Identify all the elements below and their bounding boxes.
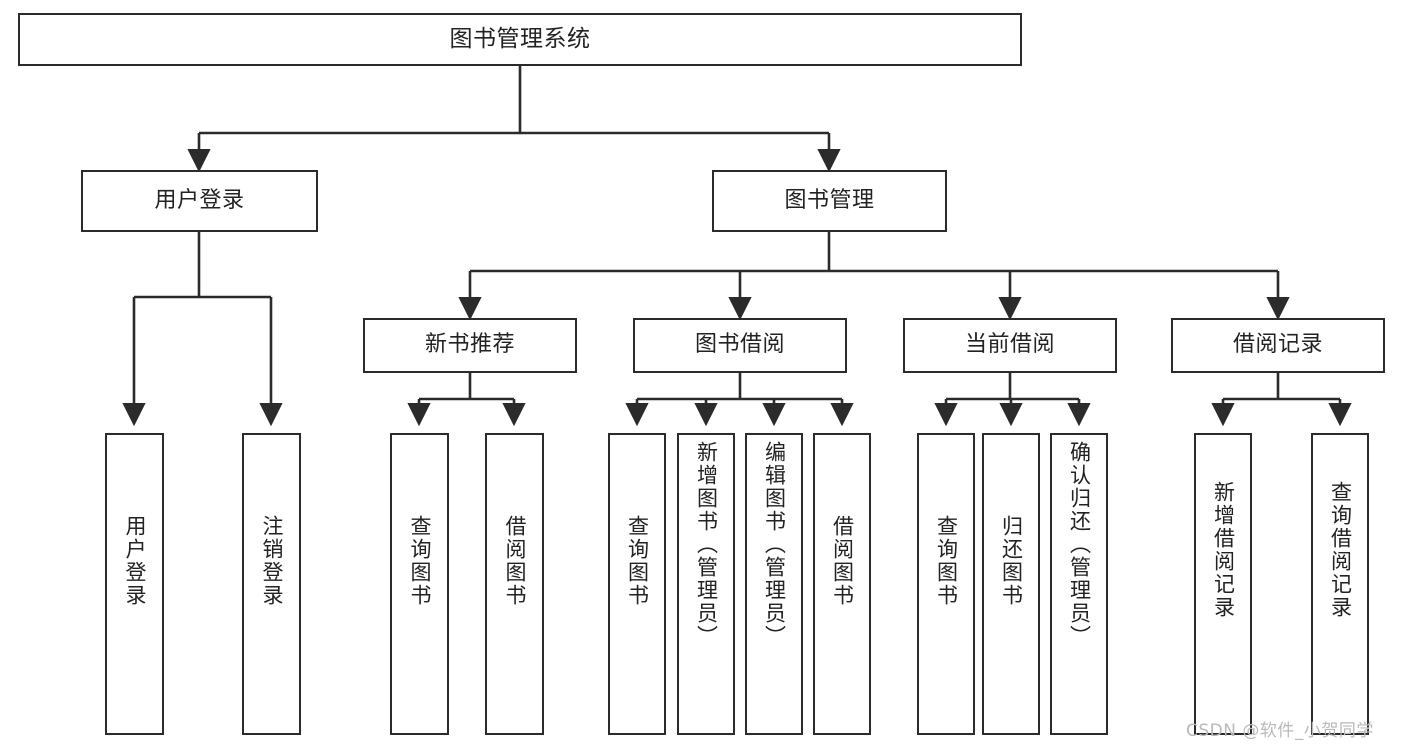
node-label: 查询借阅记录 [1328,481,1353,619]
node-label: 图书管理系统 [449,25,591,52]
node-new-book-recommend[interactable]: 新书推荐 [363,318,577,373]
node-label: 确认归还（管理员） [1067,441,1092,648]
node-label: 借阅记录 [1232,332,1323,358]
node-label: 查询图书 [934,515,959,607]
node-borrow-record[interactable]: 借阅记录 [1171,318,1385,373]
node-user-login[interactable]: 用户登录 [81,170,318,232]
leaf-borrow-add-book-admin[interactable]: 新增图书（管理员） [677,433,735,735]
node-label: 借阅图书 [502,515,527,607]
node-book-borrow[interactable]: 图书借阅 [633,318,847,373]
leaf-new-book-borrow[interactable]: 借阅图书 [485,433,544,735]
leaf-current-confirm-return-admin[interactable]: 确认归还（管理员） [1050,433,1108,735]
leaf-user-login-signin[interactable]: 用户登录 [105,433,164,735]
leaf-current-return-book[interactable]: 归还图书 [982,433,1040,735]
node-label: 用户登录 [154,187,245,213]
node-label: 编辑图书（管理员） [762,441,787,648]
node-current-borrow[interactable]: 当前借阅 [903,318,1117,373]
node-label: 新书推荐 [424,332,515,358]
node-label: 归还图书 [999,515,1024,607]
leaf-user-login-signout[interactable]: 注销登录 [242,433,301,735]
leaf-borrow-borrow-book[interactable]: 借阅图书 [813,433,871,735]
leaf-record-query-borrow-record[interactable]: 查询借阅记录 [1311,433,1369,735]
csdn-watermark: CSDN @软件_小贺同学 [1186,721,1374,741]
node-root-book-management-system[interactable]: 图书管理系统 [18,13,1022,66]
node-label: 当前借阅 [964,332,1055,358]
leaf-borrow-query-book[interactable]: 查询图书 [608,433,666,735]
node-label: 查询图书 [407,515,432,607]
node-label: 用户登录 [122,515,147,607]
leaf-current-query-book[interactable]: 查询图书 [917,433,975,735]
leaf-new-book-query[interactable]: 查询图书 [390,433,449,735]
node-label: 新增图书（管理员） [694,441,719,648]
node-label: 查询图书 [625,515,650,607]
node-label: 图书借阅 [694,332,785,358]
node-book-management[interactable]: 图书管理 [712,170,947,232]
node-label: 注销登录 [259,515,284,607]
leaf-borrow-edit-book-admin[interactable]: 编辑图书（管理员） [745,433,803,735]
node-label: 借阅图书 [830,515,855,607]
node-label: 新增借阅记录 [1211,481,1236,619]
leaf-record-add-borrow-record[interactable]: 新增借阅记录 [1194,433,1252,735]
node-label: 图书管理 [784,187,875,213]
